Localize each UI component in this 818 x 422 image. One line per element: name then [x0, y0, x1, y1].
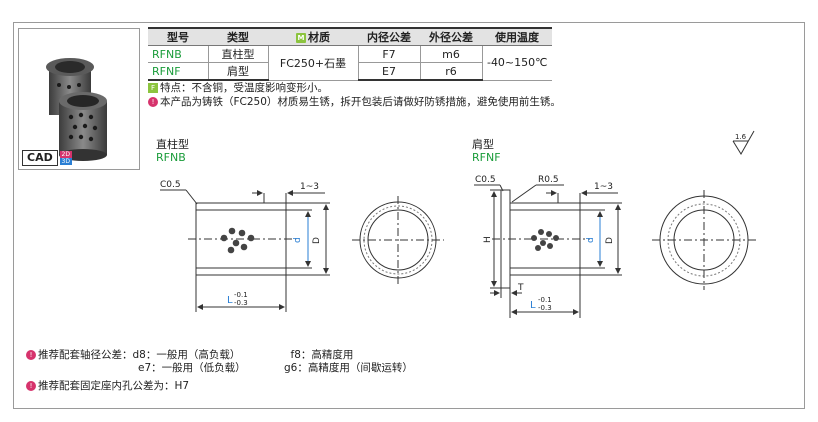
cell-material: FC250+石墨 [267, 45, 358, 81]
graphite-plugs-b [531, 229, 559, 251]
cell-outer-tol: r6 [419, 62, 482, 81]
material-icon: M [296, 33, 306, 43]
recommend-shaft-line1: !推荐配套轴径公差：d8：一般用（高负载）f8：高精度用 [26, 347, 353, 362]
recommend-shaft-line2: e7：一般用（低负载）g6：高精度用（间歇运转） [138, 362, 413, 374]
warning-icon: ! [26, 381, 36, 391]
warning-note: !本产品为铸铁（FC250）材质易生锈，拆开包装后请做好防锈措施，避免使用前生锈… [148, 94, 561, 109]
label-a-d: d [293, 237, 303, 243]
label-b-tol-lower: -0.3 [538, 304, 552, 312]
warning-icon: ! [26, 350, 36, 360]
header-type: 类型 [208, 27, 268, 46]
label-b-T: T [517, 283, 524, 293]
cell-model: RFNB [148, 45, 208, 63]
label-a-tol-upper: -0.1 [234, 291, 248, 299]
label-b-offset: 1~3 [594, 182, 613, 192]
label-a-tol-lower: -0.3 [234, 299, 248, 307]
label-b-d: d [586, 237, 596, 243]
cell-inner-tol: E7 [357, 62, 420, 81]
label-b-chamfer: C0.5 [475, 175, 496, 185]
label-b-H: H [483, 236, 493, 243]
header-temp: 使用温度 [482, 27, 552, 46]
label-a-offset: 1~3 [300, 182, 319, 192]
label-a-L: L [227, 295, 233, 306]
graphite-plugs-a [220, 227, 255, 254]
roughness-symbol [732, 130, 755, 155]
cad-3d-tag[interactable]: 3D [59, 158, 72, 165]
feature-icon: F [148, 83, 158, 93]
cell-type: 肩型 [207, 62, 268, 81]
product-image [18, 28, 140, 170]
label-b-D: D [605, 237, 615, 244]
cell-temperature: -40~150℃ [481, 45, 552, 81]
label-a-chamfer: C0.5 [160, 180, 181, 190]
label-b-L: L [530, 300, 536, 311]
label-b-tol-upper: -0.1 [538, 296, 552, 304]
label-a-D: D [312, 237, 322, 244]
cad-2d-tag[interactable]: 2D [59, 151, 72, 158]
cell-outer-tol: m6 [419, 45, 482, 63]
cad-badge[interactable]: CAD 2D 3D [22, 150, 72, 166]
cad-label: CAD [22, 150, 58, 166]
header-inner-tol: 内径公差 [358, 27, 420, 46]
header-model: 型号 [148, 27, 208, 46]
recommend-housing: !推荐配套固定座内孔公差为：H7 [26, 378, 189, 393]
header-outer-tol: 外径公差 [420, 27, 482, 46]
outer-frame [13, 22, 805, 409]
warning-icon: ! [148, 97, 158, 107]
roughness-value: 1.6 [735, 133, 747, 141]
table-row: RFNB 直柱型 FC250+石墨 F7 m6 -40~150℃ [148, 45, 552, 81]
cell-model: RFNF [148, 62, 208, 81]
cell-inner-tol: F7 [357, 45, 420, 63]
cell-type: 直柱型 [207, 45, 268, 63]
bushing-photo [46, 58, 107, 161]
label-b-radius: R0.5 [538, 175, 559, 185]
table-row: RFNF 肩型 E7 r6 [148, 62, 552, 81]
